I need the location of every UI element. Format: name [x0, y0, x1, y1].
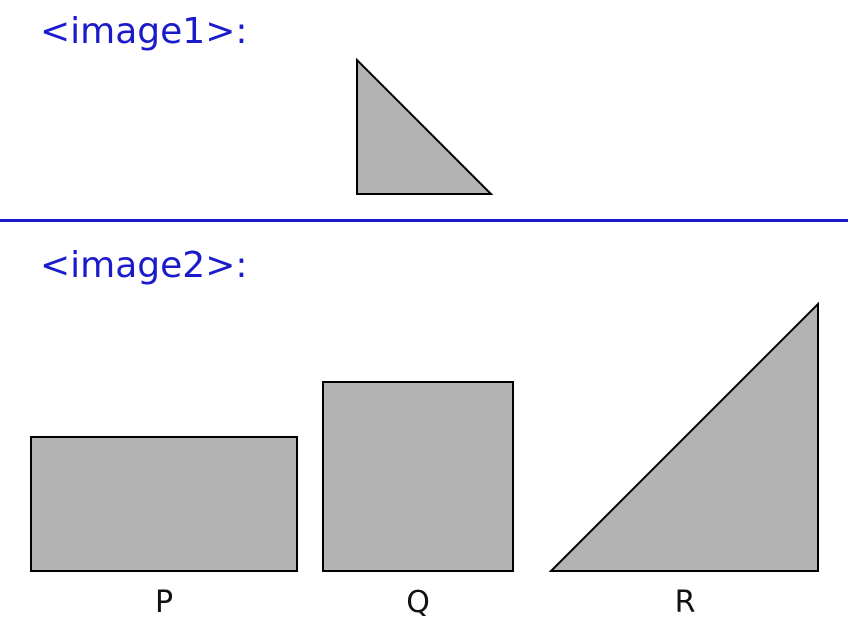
shape-r-right-triangle — [548, 301, 819, 572]
shape-p-rectangle — [30, 436, 298, 572]
shape-p-label: P — [155, 585, 173, 620]
image2-label: <image2>: — [40, 245, 248, 286]
image1-figure — [356, 57, 494, 195]
reference-right-triangle — [356, 57, 494, 195]
shape-q-label: Q — [406, 585, 430, 620]
shape-r-label: R — [675, 585, 696, 620]
image1-label: <image1>: — [40, 11, 248, 52]
section-divider — [0, 219, 848, 222]
shape-q-rectangle — [322, 381, 514, 572]
